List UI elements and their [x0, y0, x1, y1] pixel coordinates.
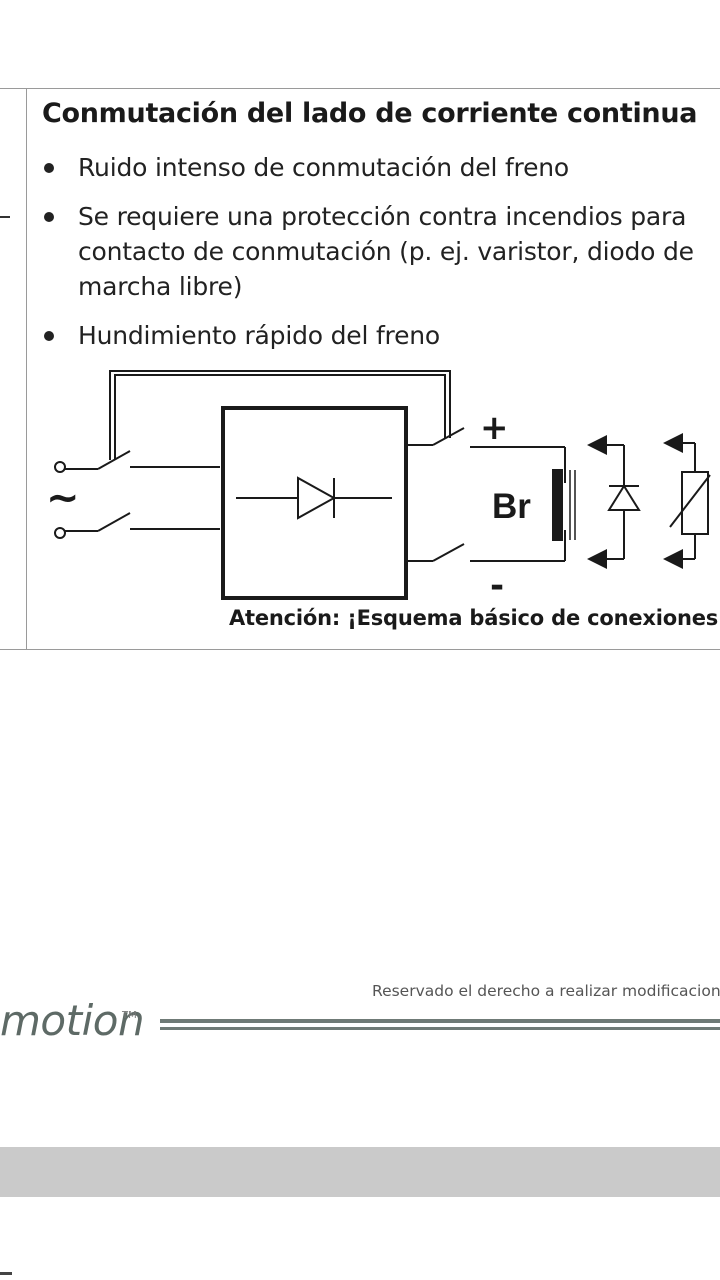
brake-label: Br: [492, 487, 531, 526]
dc-side-switches: [406, 427, 566, 562]
bullet-text: Ruido intenso de conmutación del freno: [78, 153, 570, 182]
grey-band: [0, 1147, 720, 1197]
freewheel-diode: [587, 435, 641, 569]
schematic-note: Atención: ¡Esquema básico de conexiones!: [229, 606, 720, 630]
bullet-item-3: Hundimiento rápido del freno: [42, 318, 712, 353]
switch-link-frame: [109, 370, 451, 460]
bullet-text: Se requiere una protección contra incend…: [78, 202, 694, 301]
minus-symbol: -: [490, 566, 504, 606]
bullet-dot: [44, 331, 54, 341]
page-edge-mark: [0, 1272, 12, 1275]
bullet-item-1: Ruido intenso de conmutación del freno: [42, 150, 712, 185]
bullet-dot: [44, 163, 54, 173]
bullet-list: Ruido intenso de conmutación del freno S…: [42, 150, 712, 367]
table-frame: [0, 88, 720, 650]
brand-logo: motion: [0, 996, 145, 1045]
column-divider: [26, 88, 27, 650]
footer-rule: [160, 1027, 720, 1030]
plus-symbol: +: [480, 408, 509, 448]
wiring-diagram: ~ + - Br: [46, 370, 711, 606]
section-title: Conmutación del lado de corriente contin…: [42, 98, 698, 129]
ac-input-switches: [54, 450, 220, 539]
bullet-item-2: Se requiere una protección contra incend…: [42, 199, 712, 304]
ac-symbol: ~: [46, 475, 80, 521]
varistor: [663, 433, 711, 569]
footer-notice: Reservado el derecho a realizar modifica…: [372, 982, 720, 1000]
left-column-tick: [0, 216, 10, 218]
brake-coil: [552, 469, 576, 541]
trademark-mark: TM: [122, 1010, 137, 1021]
rectifier-block: [221, 406, 408, 600]
bullet-dot: [44, 212, 54, 222]
bullet-text: Hundimiento rápido del freno: [78, 321, 440, 350]
footer-rule: [160, 1019, 720, 1023]
